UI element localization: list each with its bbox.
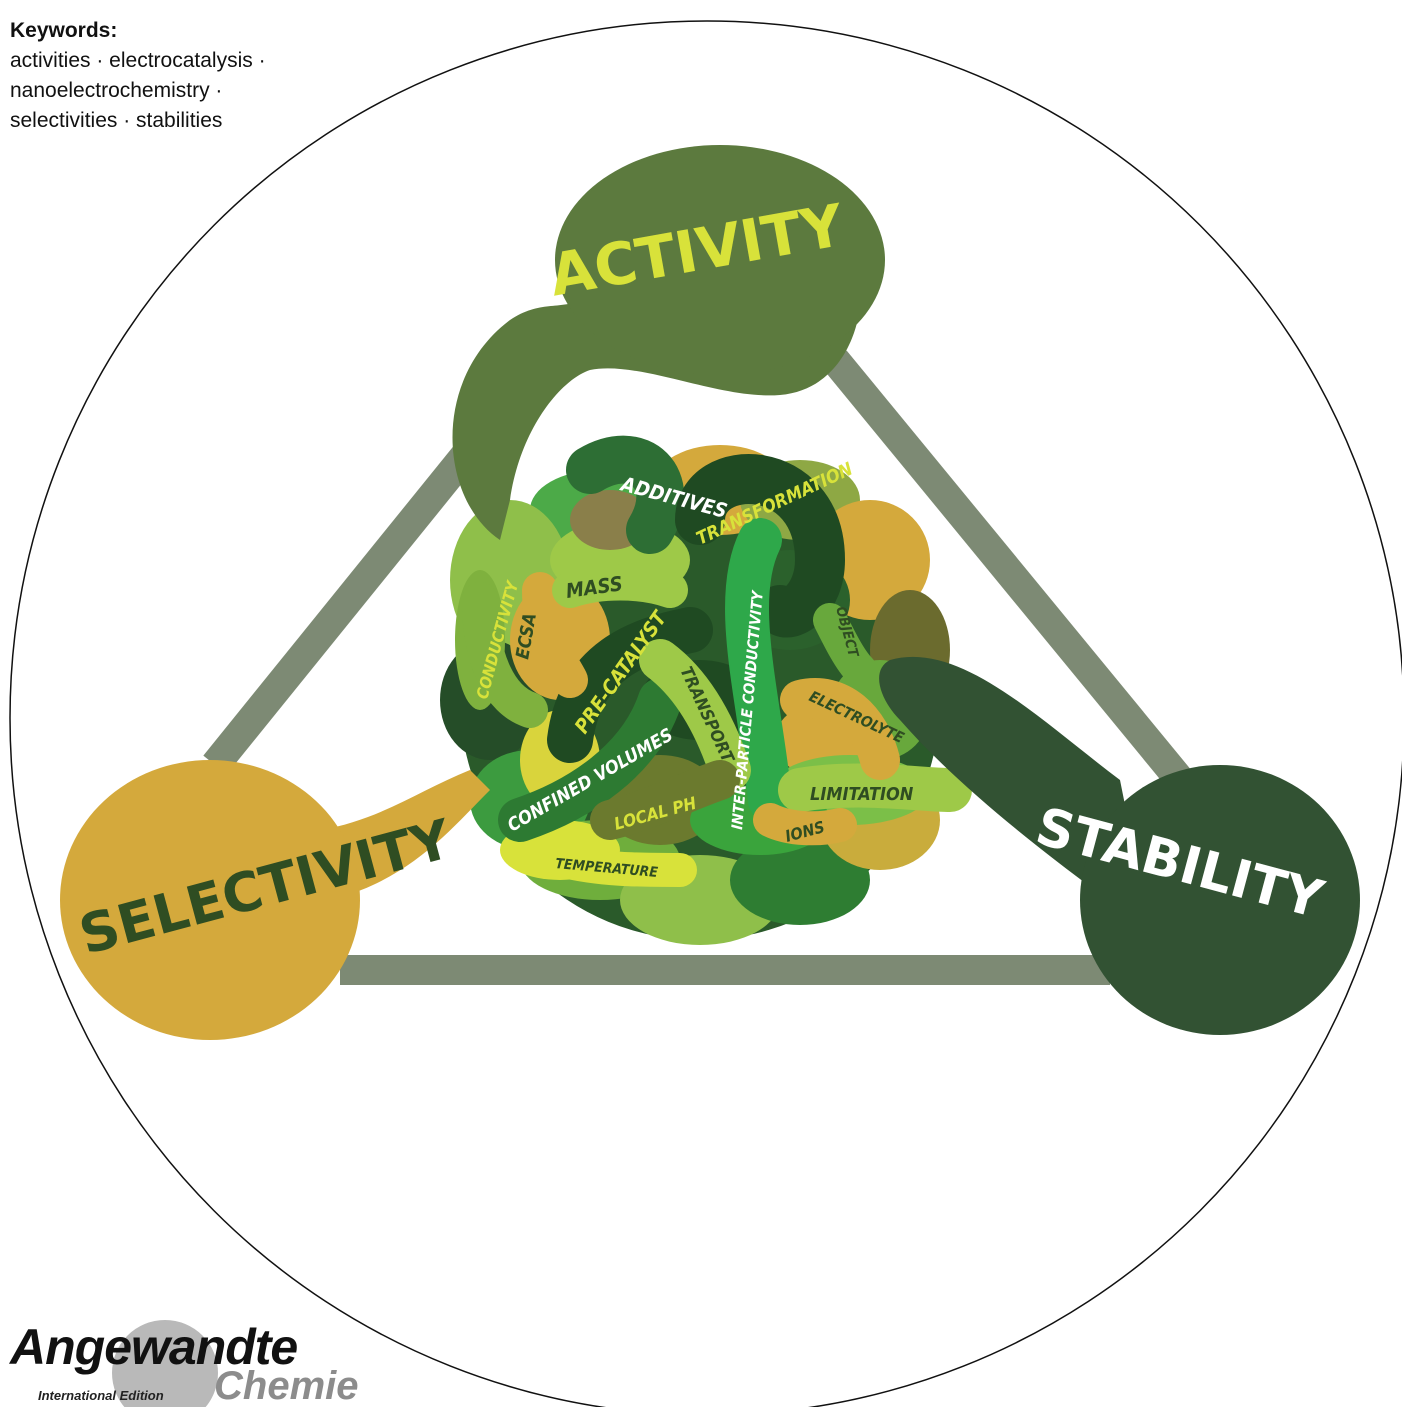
logo-circle <box>112 1320 218 1407</box>
keywords-title: Keywords: <box>10 19 118 42</box>
selectivity-node: SELECTIVITY <box>60 760 490 1040</box>
logo-main-text: Angewandte <box>10 1319 298 1375</box>
stability-node: STABILITY <box>879 656 1360 1035</box>
triangle-right-edge <box>823 350 1192 790</box>
triangle <box>203 350 1192 985</box>
keywords-block: Keywords: activities · electrocatalysis … <box>10 16 266 136</box>
angewandte-logo: Angewandte International Edition Chemie <box>8 1318 359 1407</box>
keywords-line-3: selectivities · stabilities <box>10 109 223 132</box>
tangle-worms <box>462 435 972 887</box>
logo-chemie-text: Chemie <box>214 1364 359 1407</box>
activity-node: ACTIVITY <box>452 145 885 540</box>
keywords-line-1: activities · electrocatalysis · <box>10 49 266 72</box>
frame-circle <box>9 20 1402 1407</box>
triangle-left-edge <box>203 442 480 775</box>
label-limitation: LIMITATION <box>810 784 914 805</box>
keywords-line-2: nanoelectrochemistry · <box>10 79 223 102</box>
logo-edition-text: International Edition <box>38 1388 164 1403</box>
